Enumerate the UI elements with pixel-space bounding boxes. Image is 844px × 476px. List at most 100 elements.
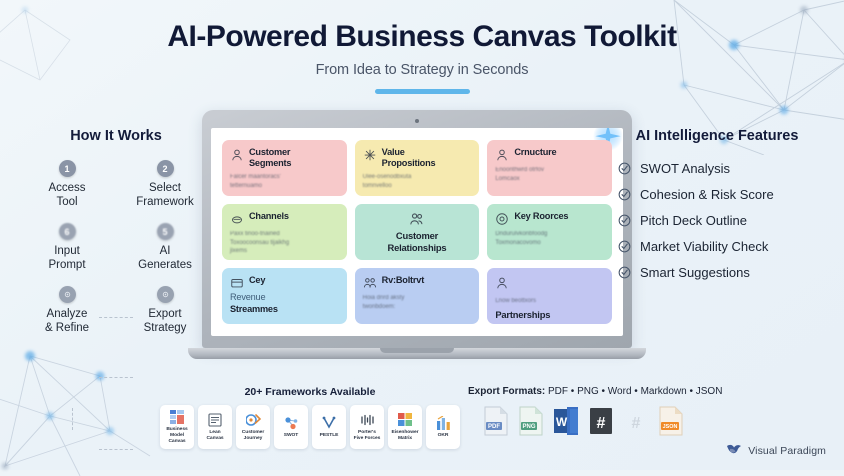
json-file-icon[interactable]: JSON [658, 406, 684, 436]
export-formats-heading: Export Formats: PDF • PNG • Word • Markd… [468, 386, 722, 397]
people-icon [363, 278, 376, 288]
document-icon [208, 413, 222, 428]
check-circle-icon [618, 214, 631, 227]
check-circle-icon [618, 188, 631, 201]
canvas-card-title: Key Roorces [514, 211, 569, 221]
ai-feature-label: Smart Suggestions [640, 265, 750, 280]
step-item-5[interactable]: Analyze& Refine [18, 286, 116, 335]
canvas-card-partnerships[interactable]: Lnow beottxors Partnerships [487, 268, 612, 324]
check-circle-icon [618, 266, 631, 279]
ai-feature-item[interactable]: Pitch Deck Outline [618, 213, 828, 228]
framework-label: SWOT [283, 432, 299, 438]
laptop-notch [380, 348, 454, 353]
ai-feature-item[interactable]: Market Viability Check [618, 239, 828, 254]
card-icon [231, 279, 243, 288]
word-file-icon[interactable]: W [553, 406, 579, 436]
visual-paradigm-mark-icon [727, 444, 742, 454]
ai-feature-item[interactable]: SWOT Analysis [618, 161, 828, 176]
canvas-card-title: Channels [249, 211, 289, 221]
step-badge-1: 1 [58, 160, 76, 177]
journey-icon [245, 413, 261, 428]
person-icon [497, 149, 508, 161]
framework-card-pestle[interactable]: PESTLE [312, 405, 346, 449]
canvas-card-title: Crnucture [514, 147, 557, 157]
export-formats-label: Export Formats: [468, 386, 546, 397]
gear-icon [64, 291, 70, 298]
export-formats-section: Export Formats: PDF • PNG • Word • Markd… [468, 386, 722, 436]
visual-paradigm-logo: Visual Paradigm [725, 443, 826, 458]
canvas-card-title: Partnerships [495, 308, 551, 320]
canvas-card-body: Falcer maantoracs'tetternuamo [230, 174, 281, 189]
people-icon [410, 213, 423, 225]
frameworks-heading: 20+ Frameworks Available [244, 386, 376, 398]
canvas-card-title: Rv:Boltrvt [381, 275, 425, 285]
png-file-icon[interactable]: PNG [518, 406, 544, 436]
framework-card-swot[interactable]: SWOT [274, 405, 308, 449]
canvas-card-subtitle: Revenue [230, 292, 266, 302]
svg-text:W: W [555, 415, 567, 429]
ai-feature-item[interactable]: Cohesion & Risk Score [618, 187, 828, 202]
ai-features-section: AI Intelligence Features SWOT Analysis C… [606, 128, 828, 280]
framework-label: PESTLE [319, 432, 339, 438]
how-it-works-heading: How It Works [70, 128, 162, 144]
svg-text:JSON: JSON [662, 424, 677, 430]
framework-card-okr[interactable]: OKR [426, 405, 460, 449]
pdf-file-icon[interactable]: PDF [483, 406, 509, 436]
step-label-5: Analyze& Refine [44, 308, 90, 335]
svg-text:#: # [631, 415, 640, 432]
bar-chart-icon [436, 416, 451, 431]
ai-feature-label: SWOT Analysis [640, 161, 731, 176]
canvas-card-revenue-streams[interactable]: Cey Revenue Streammes [222, 268, 347, 324]
step-connector-vertical [72, 408, 73, 430]
markdown-file-icon[interactable]: # [588, 406, 614, 436]
ai-feature-label: Market Viability Check [640, 239, 769, 254]
pestle-v-icon [322, 416, 336, 431]
markdown-alt-icon[interactable]: # [623, 406, 649, 436]
step-badge-6 [156, 286, 174, 304]
ai-feature-item[interactable]: Smart Suggestions [618, 265, 828, 280]
five-forces-icon [360, 413, 375, 428]
step-connector-1 [99, 317, 133, 318]
page-subtitle: From Idea to Strategy in Seconds [315, 62, 529, 78]
ai-features-heading: AI Intelligence Features [635, 128, 799, 144]
webcam-dot [415, 119, 419, 123]
step-badge-3: 6 [58, 223, 76, 241]
ai-feature-label: Cohesion & Risk Score [640, 187, 774, 202]
